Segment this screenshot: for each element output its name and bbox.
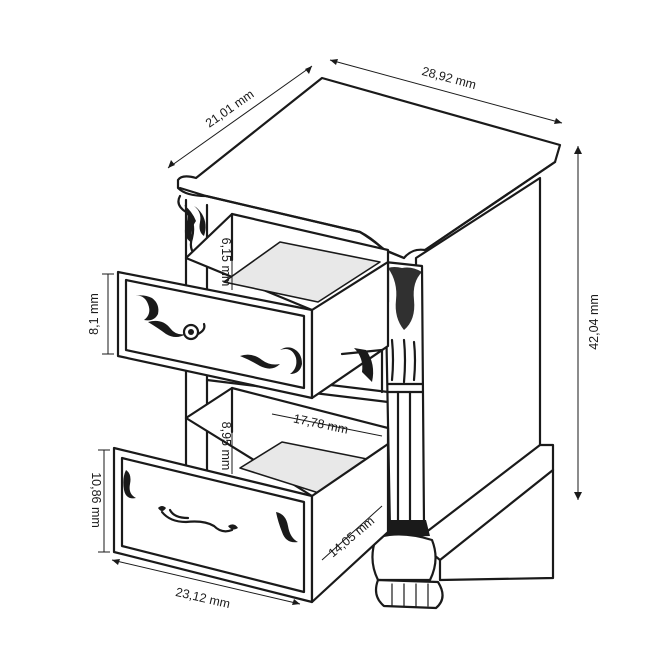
dimension-lines — [98, 59, 582, 605]
label-drawer-front-width: 23,12 mm — [174, 585, 231, 611]
left-carved-leg — [177, 194, 206, 260]
label-upper-drawer-height: 8,1 mm — [87, 293, 101, 335]
label-lower-drawer-depth: 8,95 mm — [219, 422, 233, 471]
label-top-width: 28,92 mm — [420, 64, 477, 92]
label-lower-drawer-height: 10,86 mm — [89, 472, 103, 528]
right-carved-leg — [371, 260, 437, 582]
lower-drawer — [112, 386, 390, 604]
label-height: 42,04 mm — [587, 294, 601, 350]
label-upper-drawer-depth: 6,15 mm — [219, 238, 233, 287]
upper-drawer — [116, 212, 390, 400]
claw-foot — [374, 578, 444, 610]
